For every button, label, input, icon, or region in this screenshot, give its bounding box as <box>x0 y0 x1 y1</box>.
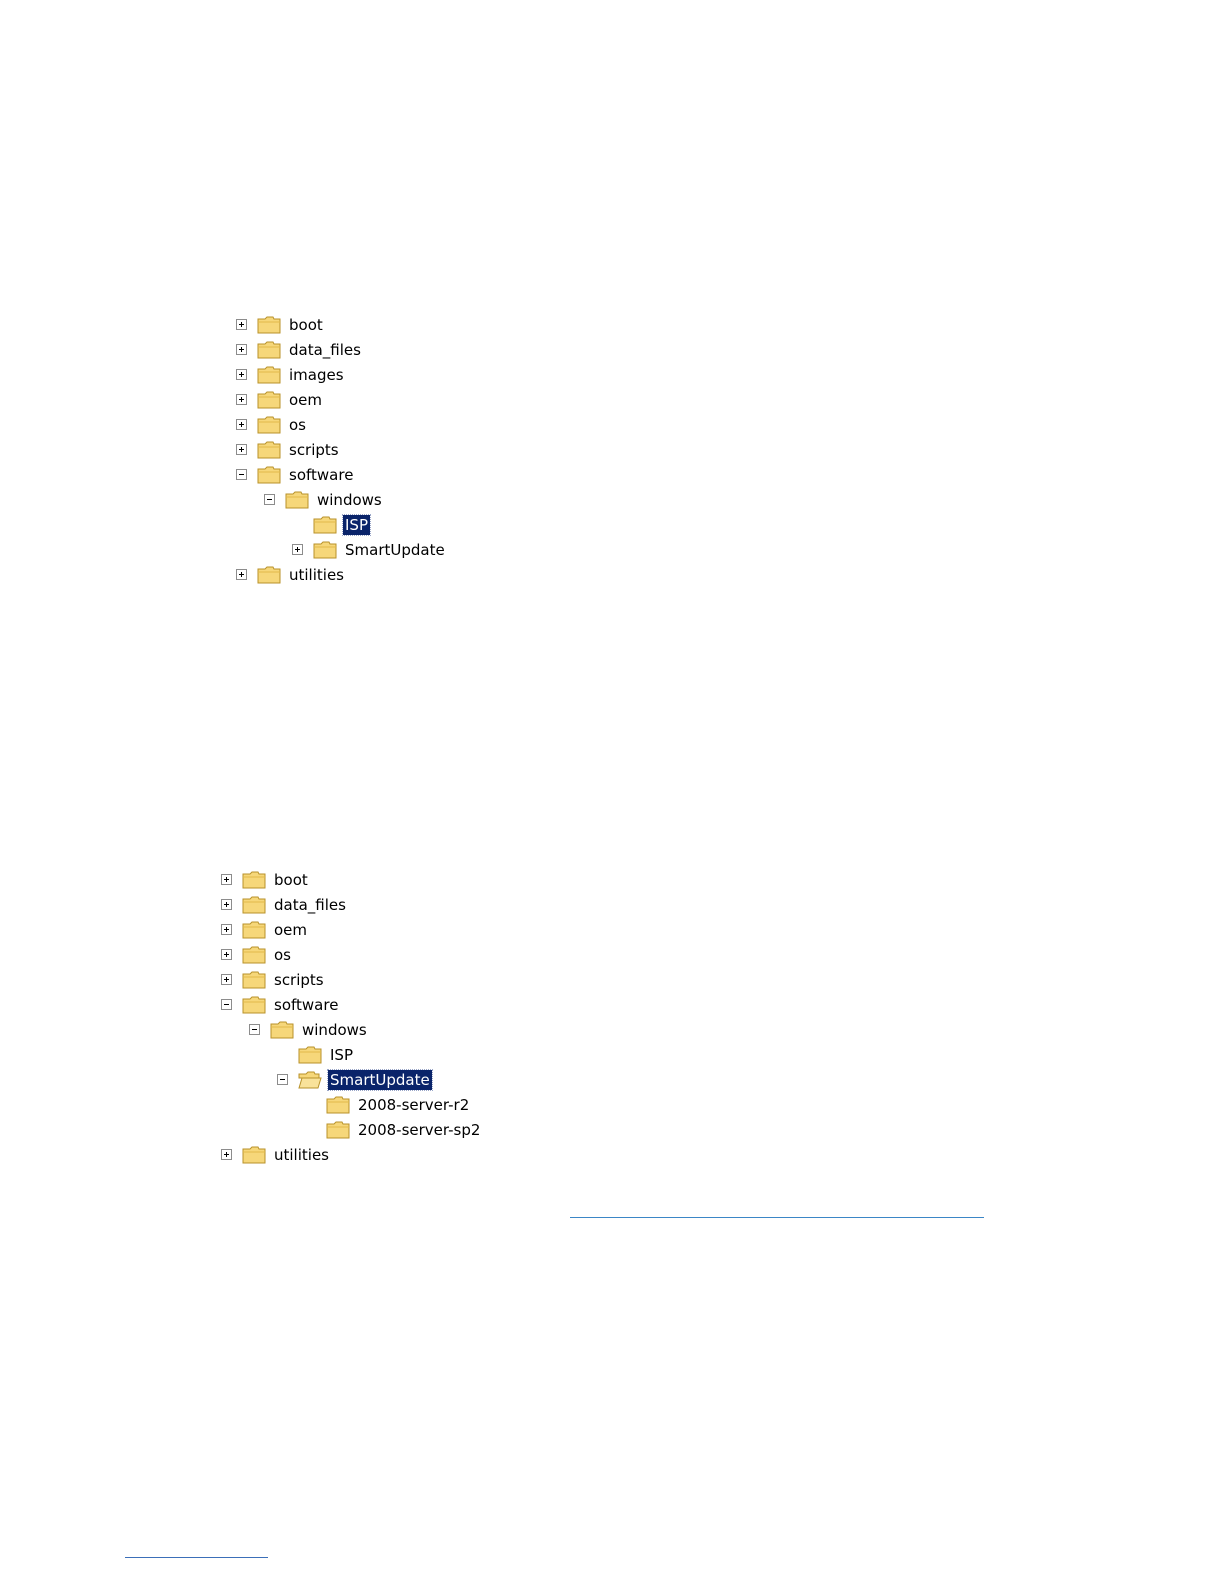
tree-node-label[interactable]: windows <box>300 1020 369 1040</box>
folder-icon <box>285 490 309 510</box>
tree-node-label[interactable]: software <box>287 465 355 485</box>
plus-box-icon[interactable] <box>221 874 232 885</box>
folder-icon <box>257 465 281 485</box>
folder-icon <box>242 920 266 940</box>
tree-node-label[interactable]: SmartUpdate <box>343 540 447 560</box>
tree-node-boot[interactable]: boot <box>215 867 482 892</box>
folder-icon <box>257 440 281 460</box>
tree-node-label-selected[interactable]: SmartUpdate <box>328 1070 432 1090</box>
tree-node-smartupdate[interactable]: SmartUpdate <box>215 1067 482 1092</box>
folder-icon <box>313 540 337 560</box>
folder-icon <box>257 315 281 335</box>
horizontal-rule <box>570 1217 984 1218</box>
tree-node-data-files[interactable]: data_files <box>215 892 482 917</box>
tree-node-utilities[interactable]: utilities <box>215 1142 482 1167</box>
folder-icon <box>242 870 266 890</box>
plus-box-icon[interactable] <box>236 344 247 355</box>
minus-box-icon[interactable] <box>249 1024 260 1035</box>
tree-node-oem[interactable]: oem <box>215 917 482 942</box>
tree-node-label[interactable]: scripts <box>287 440 341 460</box>
tree-node-scripts[interactable]: scripts <box>230 437 447 462</box>
plus-box-icon[interactable] <box>221 949 232 960</box>
tree-node-label[interactable]: os <box>287 415 308 435</box>
tree-node-boot[interactable]: boot <box>230 312 447 337</box>
tree-node-label[interactable]: windows <box>315 490 384 510</box>
folder-tree-1: boot data_files images oem os scripts so… <box>230 312 447 587</box>
folder-icon <box>270 1020 294 1040</box>
folder-icon <box>298 1045 322 1065</box>
tree-node-label[interactable]: utilities <box>287 565 346 585</box>
tree-node-images[interactable]: images <box>230 362 447 387</box>
tree-node-label[interactable]: boot <box>272 870 310 890</box>
minus-box-icon[interactable] <box>264 494 275 505</box>
open-folder-icon <box>298 1070 322 1090</box>
tree-node-label[interactable]: oem <box>272 920 309 940</box>
plus-box-icon[interactable] <box>236 419 247 430</box>
minus-box-icon[interactable] <box>221 999 232 1010</box>
folder-icon <box>242 1145 266 1165</box>
tree-node-label[interactable]: images <box>287 365 346 385</box>
folder-icon <box>313 515 337 535</box>
folder-tree-2: boot data_files oem os scripts software … <box>215 867 482 1167</box>
tree-node-oem[interactable]: oem <box>230 387 447 412</box>
folder-icon <box>242 895 266 915</box>
folder-icon <box>257 565 281 585</box>
tree-node-label[interactable]: data_files <box>287 340 363 360</box>
plus-box-icon[interactable] <box>221 1149 232 1160</box>
tree-spacer <box>277 1049 288 1060</box>
tree-node-label[interactable]: utilities <box>272 1145 331 1165</box>
folder-icon <box>257 390 281 410</box>
tree-node-2008-server-sp2[interactable]: 2008-server-sp2 <box>215 1117 482 1142</box>
plus-box-icon[interactable] <box>221 924 232 935</box>
folder-icon <box>242 970 266 990</box>
tree-node-label[interactable]: oem <box>287 390 324 410</box>
tree-node-smartupdate[interactable]: SmartUpdate <box>230 537 447 562</box>
tree-node-label-selected[interactable]: ISP <box>343 515 370 535</box>
tree-node-label[interactable]: os <box>272 945 293 965</box>
tree-node-windows[interactable]: windows <box>215 1017 482 1042</box>
folder-icon <box>242 945 266 965</box>
plus-box-icon[interactable] <box>292 544 303 555</box>
tree-spacer <box>305 1124 316 1135</box>
folder-icon <box>242 995 266 1015</box>
tree-node-label[interactable]: 2008-server-sp2 <box>356 1120 482 1140</box>
folder-icon <box>257 340 281 360</box>
tree-node-2008-server-r2[interactable]: 2008-server-r2 <box>215 1092 482 1117</box>
tree-node-os[interactable]: os <box>215 942 482 967</box>
tree-spacer <box>292 519 303 530</box>
tree-node-label[interactable]: boot <box>287 315 325 335</box>
tree-node-label[interactable]: 2008-server-r2 <box>356 1095 471 1115</box>
plus-box-icon[interactable] <box>221 974 232 985</box>
tree-node-software[interactable]: software <box>230 462 447 487</box>
plus-box-icon[interactable] <box>236 444 247 455</box>
tree-spacer <box>305 1099 316 1110</box>
minus-box-icon[interactable] <box>236 469 247 480</box>
tree-node-data-files[interactable]: data_files <box>230 337 447 362</box>
folder-icon <box>326 1120 350 1140</box>
tree-node-windows[interactable]: windows <box>230 487 447 512</box>
tree-node-label[interactable]: data_files <box>272 895 348 915</box>
horizontal-rule <box>125 1557 268 1558</box>
plus-box-icon[interactable] <box>221 899 232 910</box>
folder-icon <box>326 1095 350 1115</box>
tree-node-label[interactable]: scripts <box>272 970 326 990</box>
folder-icon <box>257 415 281 435</box>
tree-node-software[interactable]: software <box>215 992 482 1017</box>
plus-box-icon[interactable] <box>236 394 247 405</box>
plus-box-icon[interactable] <box>236 569 247 580</box>
tree-node-isp[interactable]: ISP <box>230 512 447 537</box>
tree-node-isp[interactable]: ISP <box>215 1042 482 1067</box>
minus-box-icon[interactable] <box>277 1074 288 1085</box>
tree-node-utilities[interactable]: utilities <box>230 562 447 587</box>
tree-node-label[interactable]: software <box>272 995 340 1015</box>
plus-box-icon[interactable] <box>236 369 247 380</box>
folder-icon <box>257 365 281 385</box>
tree-node-os[interactable]: os <box>230 412 447 437</box>
tree-node-scripts[interactable]: scripts <box>215 967 482 992</box>
plus-box-icon[interactable] <box>236 319 247 330</box>
tree-node-label[interactable]: ISP <box>328 1045 355 1065</box>
